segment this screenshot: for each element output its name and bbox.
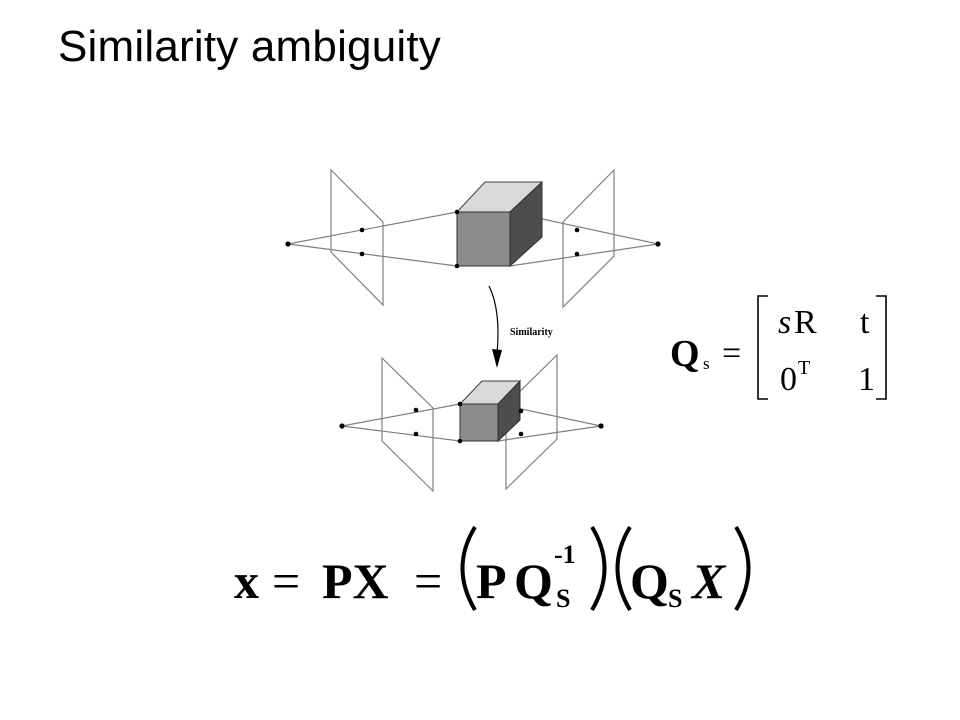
paren-close-1 bbox=[590, 525, 607, 612]
eq-Q1-subscript: S bbox=[556, 584, 570, 613]
camera-figure: Similarity bbox=[285, 168, 661, 493]
bottom-cube bbox=[458, 379, 522, 443]
projection-equation: x = PX = P Q -1 S Q S X bbox=[234, 525, 751, 613]
paren-open-1 bbox=[460, 525, 477, 612]
bottom-scene bbox=[341, 353, 602, 493]
cell-rotation: R bbox=[794, 304, 817, 341]
bottom-left-image-plane bbox=[381, 356, 434, 493]
top-cube bbox=[455, 180, 544, 268]
left-bracket bbox=[757, 295, 768, 400]
eq-Q2-subscript: S bbox=[668, 584, 682, 613]
cell-transpose: T bbox=[798, 357, 810, 379]
similarity-arrow bbox=[488, 285, 502, 368]
eq-X: X bbox=[690, 553, 727, 609]
paren-close-2 bbox=[734, 525, 751, 612]
cell-scale: s bbox=[778, 304, 791, 341]
paren-open-2 bbox=[615, 525, 632, 612]
cell-zero: 0 bbox=[780, 361, 797, 398]
cell-translation: t bbox=[860, 304, 870, 341]
eq-equals-2: = bbox=[414, 553, 442, 609]
top-left-image-plane bbox=[330, 168, 384, 307]
eq-Q2: Q bbox=[630, 553, 669, 609]
eq-P: P bbox=[476, 553, 507, 609]
eq-Q1: Q bbox=[514, 553, 553, 609]
q-matrix-lhs-subscript: s bbox=[703, 354, 710, 373]
q-matrix-lhs: Q bbox=[670, 333, 700, 375]
q-matrix-equation: Q s = s R t 0 T 1 bbox=[670, 295, 887, 400]
bottom-right-image-plane bbox=[505, 353, 558, 491]
slide-title: Similarity ambiguity bbox=[58, 22, 441, 71]
top-right-image-plane bbox=[562, 168, 615, 309]
q-matrix-equals: = bbox=[722, 335, 741, 372]
top-scene bbox=[287, 168, 659, 309]
eq-x: x bbox=[234, 553, 259, 609]
similarity-label: Similarity bbox=[510, 327, 553, 338]
top-points bbox=[285, 209, 661, 269]
right-bracket bbox=[876, 295, 887, 400]
eq-PX: PX bbox=[322, 553, 389, 609]
cell-one: 1 bbox=[858, 361, 875, 398]
eq-Q1-superscript: -1 bbox=[554, 540, 576, 569]
eq-equals-1: = bbox=[272, 553, 300, 609]
bottom-points bbox=[339, 401, 604, 444]
